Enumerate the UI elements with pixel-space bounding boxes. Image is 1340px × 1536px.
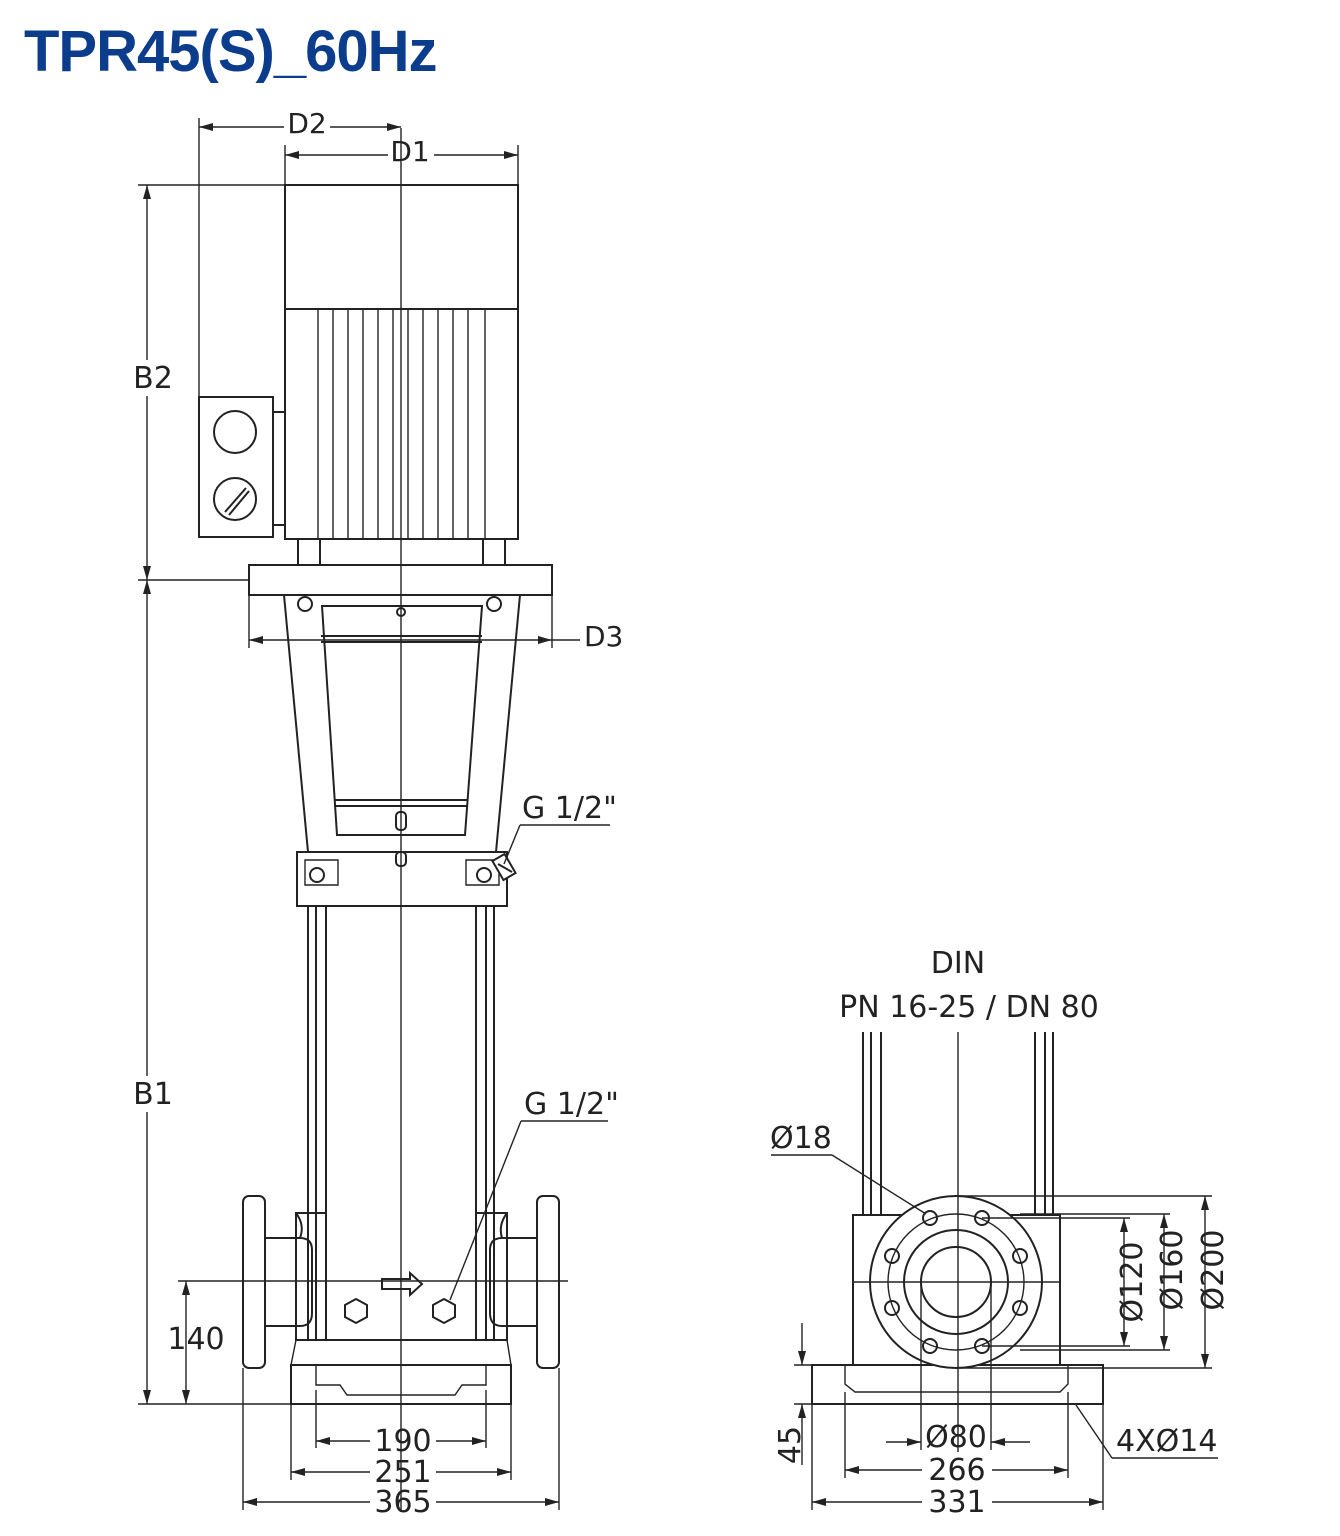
motor-bolt-right bbox=[482, 538, 506, 566]
front-view: D2 D1 D3 B2 bbox=[133, 107, 623, 1520]
dimension-d3: D3 bbox=[248, 595, 623, 653]
label-base-holes: 4XØ14 bbox=[1116, 1424, 1217, 1459]
dimension-d160: Ø160 bbox=[1020, 1213, 1190, 1351]
dimension-266: 266 bbox=[844, 1392, 1069, 1488]
callout-hole: Ø18 bbox=[770, 1121, 927, 1215]
dimension-d80: Ø80 bbox=[886, 1282, 1030, 1455]
suction-flange bbox=[242, 1195, 266, 1369]
terminal-box-cap-icon bbox=[213, 410, 257, 454]
dimension-b1: B1 bbox=[133, 580, 291, 1405]
dimension-251: 251 bbox=[290, 1404, 512, 1490]
label-gauge-top: G 1/2" bbox=[522, 791, 617, 826]
label-d200: Ø200 bbox=[1196, 1230, 1231, 1311]
discharge-flange bbox=[536, 1195, 560, 1369]
label-d2: D2 bbox=[287, 107, 326, 140]
flange-view-tie-rods bbox=[862, 1032, 1054, 1215]
flange-view: DIN PN 16-25 / DN 80 bbox=[770, 946, 1231, 1520]
pump-base-housing bbox=[295, 1212, 508, 1341]
vent-plug-icon bbox=[491, 852, 517, 882]
label-b2: B2 bbox=[133, 361, 173, 396]
label-d3: D3 bbox=[584, 620, 623, 653]
label-hole: Ø18 bbox=[770, 1121, 832, 1156]
flange-rating: PN 16-25 / DN 80 bbox=[839, 990, 1099, 1025]
flange-standard: DIN bbox=[931, 946, 985, 981]
label-140: 140 bbox=[167, 1322, 224, 1357]
lantern-bolt-left bbox=[297, 596, 313, 612]
callout-gauge-bottom: G 1/2" bbox=[449, 1087, 619, 1301]
dimension-331: 331 bbox=[811, 1404, 1104, 1520]
cable-gland-icon bbox=[213, 477, 257, 521]
label-45: 45 bbox=[773, 1426, 808, 1464]
terminal-box bbox=[198, 396, 274, 538]
flange-bolt-holes bbox=[884, 1210, 1028, 1354]
flow-arrow-icon bbox=[381, 1270, 424, 1298]
dimension-d2: D2 bbox=[198, 107, 401, 397]
dimension-365: 365 bbox=[242, 1368, 560, 1520]
terminal-box-neck bbox=[272, 411, 286, 526]
dimension-d1: D1 bbox=[284, 135, 519, 185]
dimension-140: 140 bbox=[167, 1280, 568, 1404]
label-b1: B1 bbox=[133, 1077, 173, 1112]
lantern-window bbox=[320, 605, 484, 836]
motor-fins bbox=[317, 309, 486, 539]
label-331: 331 bbox=[928, 1485, 985, 1520]
label-365: 365 bbox=[374, 1485, 431, 1520]
label-d160: Ø160 bbox=[1155, 1230, 1190, 1311]
dimension-b2: B2 bbox=[133, 184, 285, 581]
callout-gauge-top: G 1/2" bbox=[503, 791, 617, 865]
label-251: 251 bbox=[374, 1455, 431, 1490]
label-266: 266 bbox=[928, 1453, 985, 1488]
drain-plug-right-icon bbox=[432, 1297, 456, 1325]
lantern-bracket bbox=[282, 594, 522, 853]
dimension-d120: Ø120 bbox=[982, 1217, 1150, 1347]
motor-bolt-left bbox=[297, 538, 321, 566]
label-d1: D1 bbox=[390, 135, 429, 168]
label-190: 190 bbox=[374, 1424, 431, 1459]
label-d80: Ø80 bbox=[925, 1420, 987, 1455]
label-gauge-bottom: G 1/2" bbox=[524, 1087, 619, 1122]
pump-head bbox=[296, 851, 508, 907]
callout-base-holes: 4XØ14 bbox=[1075, 1404, 1218, 1459]
label-d120: Ø120 bbox=[1115, 1242, 1150, 1323]
drain-plug-left-icon bbox=[344, 1297, 368, 1325]
dimension-190: 190 bbox=[315, 1390, 487, 1459]
lantern-bolt-right bbox=[486, 596, 502, 612]
dimension-d200: Ø200 bbox=[956, 1195, 1231, 1369]
page-title: TPR45(S)_60Hz bbox=[24, 19, 437, 84]
dimension-45: 45 bbox=[773, 1323, 812, 1465]
